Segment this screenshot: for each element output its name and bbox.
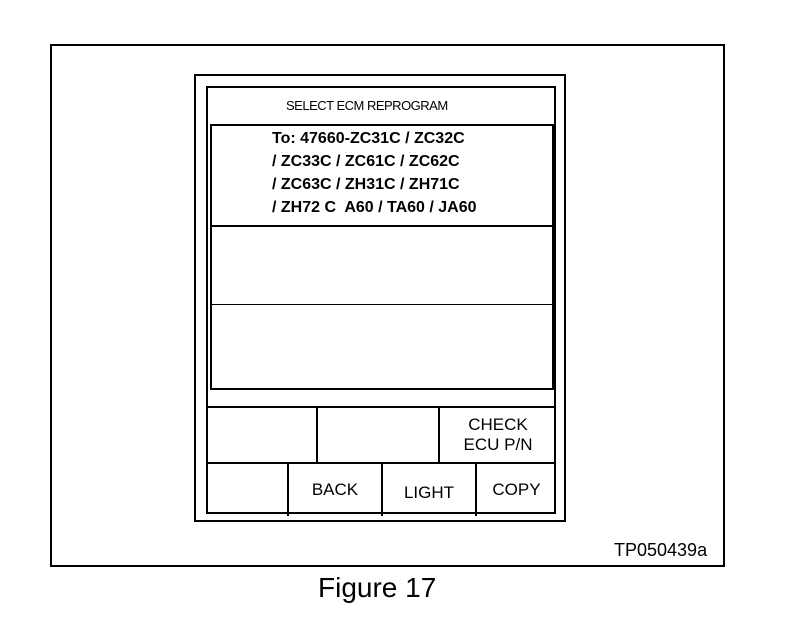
check-ecu-label-line1: CHECK [468,415,528,434]
figure-id-tag: TP050439a [614,540,708,560]
figure-caption: Figure 17 [318,572,437,603]
soft-key-row-bottom: BACK LIGHT COPY [206,462,556,516]
figure-frame [50,44,725,567]
empty-list-item[interactable] [212,306,552,388]
soft-key-blank[interactable] [206,464,289,516]
check-ecu-pn-button[interactable]: CHECK ECU P/N [440,408,556,462]
program-line-2: / ZC33C / ZC61C / ZC62C [272,153,460,170]
soft-key-blank[interactable] [206,408,318,462]
scan-tool-bezel: SELECT ECM REPROGRAM To: 47660-ZC31C / Z… [206,86,556,516]
program-list-item[interactable]: To: 47660-ZC31C / ZC32C / ZC33C / ZC61C … [212,126,552,227]
display-screen: To: 47660-ZC31C / ZC32C / ZC33C / ZC61C … [210,124,554,390]
copy-button[interactable]: COPY [492,480,541,499]
empty-list-item[interactable] [212,227,552,305]
program-line-4: / ZH72 C A60 / TA60 / JA60 [272,199,477,216]
program-line-3: / ZC63C / ZH31C / ZH71C [272,176,460,193]
scan-tool-device: SELECT ECM REPROGRAM To: 47660-ZC31C / Z… [194,74,566,522]
light-button[interactable]: LIGHT [383,464,477,516]
soft-key-row-top: CHECK ECU P/N [206,406,556,462]
soft-key-blank[interactable] [318,408,440,462]
check-ecu-label-line2: ECU P/N [463,435,533,454]
screen-title: SELECT ECM REPROGRAM [286,98,448,113]
program-line-1: To: 47660-ZC31C / ZC32C [272,130,465,147]
back-button[interactable]: BACK [289,464,383,516]
